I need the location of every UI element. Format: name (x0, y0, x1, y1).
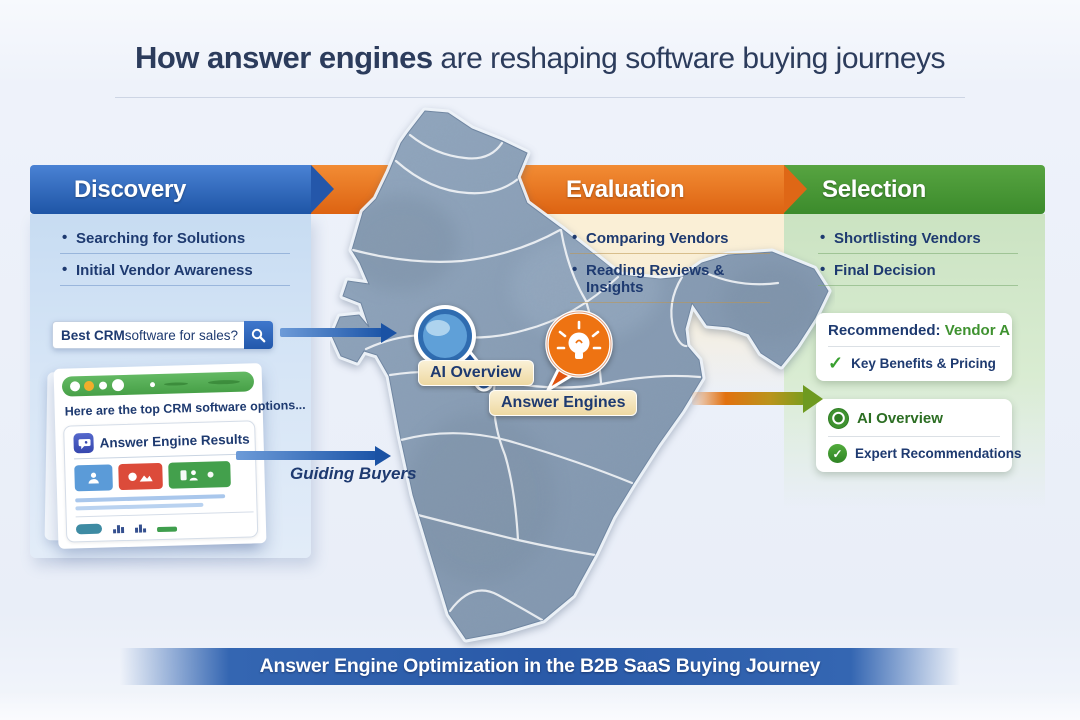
search-query-rest: software for sales? (124, 327, 239, 343)
evaluation-bullet-2: Reading Reviews & Insights (570, 254, 770, 303)
toolbar-dot-icon (83, 380, 95, 392)
pill-icon (75, 523, 103, 535)
footer-banner-text: Answer Engine Optimization in the B2B Sa… (259, 655, 821, 677)
check-icon: ✓ (828, 353, 844, 373)
guiding-buyers-caption: Guiding Buyers (290, 464, 417, 483)
browser-mock-card: Here are the top CRM software options...… (53, 363, 306, 549)
discovery-bullet-2: Initial Vendor Awareness (60, 254, 290, 286)
recommendation-card: Recommended: Vendor A ✓ Key Benefits & P… (816, 313, 1012, 381)
features-card: AI Overview ✓ Expert Recommendations (816, 399, 1022, 472)
ai-overview-feature: AI Overview (857, 410, 943, 427)
recommended-label: Recommended: (828, 322, 941, 339)
selection-bullet-2: Final Decision (818, 254, 1018, 286)
selection-bullet-list: Shortlisting Vendors Final Decision (818, 222, 1018, 286)
toolbar-dot-icon (149, 382, 156, 388)
answer-engine-results-title: Answer Engine Results (99, 430, 250, 451)
evaluation-to-selection-arrow (692, 384, 823, 413)
expert-recommendations-text: Expert Recommendations (855, 446, 1022, 461)
bar-chart-icon (134, 524, 147, 533)
answer-engines-bubble-icon (536, 306, 622, 403)
bottom-fade (0, 692, 1080, 720)
search-bar: Best CRM software for sales? (52, 321, 273, 349)
footer-banner: Answer Engine Optimization in the B2B Sa… (120, 648, 960, 685)
toolbar-urlbar (163, 382, 189, 386)
vendor-name: Vendor A (940, 322, 1010, 339)
answer-engine-results-header: Answer Engine Results (73, 428, 250, 460)
result-footer-icons (75, 520, 248, 535)
text-line-placeholder (75, 494, 226, 503)
page-title-rest: are reshaping software buying journeys (432, 42, 946, 75)
title-divider (115, 97, 965, 98)
search-query-bold: Best CRM (61, 327, 125, 343)
evaluation-bullet-1: Comparing Vendors (570, 222, 770, 254)
chat-bubble-icon (73, 432, 94, 454)
discovery-bullet-1: Searching for Solutions (60, 222, 290, 254)
media-tile-icon[interactable] (118, 462, 163, 491)
answer-engines-label: Answer Engines (489, 390, 638, 416)
bar-chart-icon (113, 525, 125, 534)
target-circle-icon (828, 408, 849, 429)
divider (828, 346, 1000, 347)
toolbar-dot-icon (111, 378, 125, 392)
answer-engine-results-card: Answer Engine Results (63, 420, 259, 543)
toolbar-dot-icon (98, 381, 108, 390)
result-tiles (74, 461, 247, 492)
browser-toolbar (61, 371, 255, 397)
discovery-bullet-list: Searching for Solutions Initial Vendor A… (60, 222, 290, 286)
search-button[interactable] (244, 321, 273, 349)
magnifier-icon (251, 328, 266, 343)
selection-bullet-1: Shortlisting Vendors (818, 222, 1018, 254)
toolbar-dot-icon (69, 381, 81, 392)
benefit-row: ✓ Key Benefits & Pricing (828, 354, 1000, 372)
search-to-map-arrow (280, 322, 397, 343)
recommendation-line: Recommended: Vendor A (828, 322, 1010, 339)
stage-label-discovery: Discovery (74, 176, 187, 203)
chevron-tip-discovery (311, 165, 334, 213)
text-line-placeholder (75, 502, 204, 511)
search-input[interactable]: Best CRM software for sales? (52, 321, 244, 349)
ai-overview-label: AI Overview (418, 360, 534, 386)
expert-recommendations-row: ✓ Expert Recommendations (828, 444, 1022, 463)
toolbar-urlbar (207, 379, 241, 385)
stage-label-selection: Selection (822, 176, 926, 203)
stage-band-selection (784, 165, 1045, 214)
dash-icon (156, 526, 178, 533)
ai-overview-row: AI Overview (828, 408, 1000, 429)
page-title-emphasis: How answer engines (134, 40, 433, 75)
benefit-text: Key Benefits & Pricing (851, 355, 996, 371)
apps-tile-icon[interactable] (168, 461, 231, 489)
check-circle-icon: ✓ (828, 444, 847, 463)
divider (75, 511, 254, 518)
stage-band-discovery (30, 165, 311, 214)
page-title: How answer engines are reshaping softwar… (0, 40, 1080, 76)
stage-label-evaluation: Evaluation (566, 176, 685, 203)
evaluation-bullet-list: Comparing Vendors Reading Reviews & Insi… (570, 222, 770, 303)
chevron-tip-evaluation (784, 165, 807, 213)
person-tile-icon[interactable] (74, 464, 113, 492)
results-to-map-arrow (236, 445, 391, 466)
divider (828, 436, 1000, 437)
